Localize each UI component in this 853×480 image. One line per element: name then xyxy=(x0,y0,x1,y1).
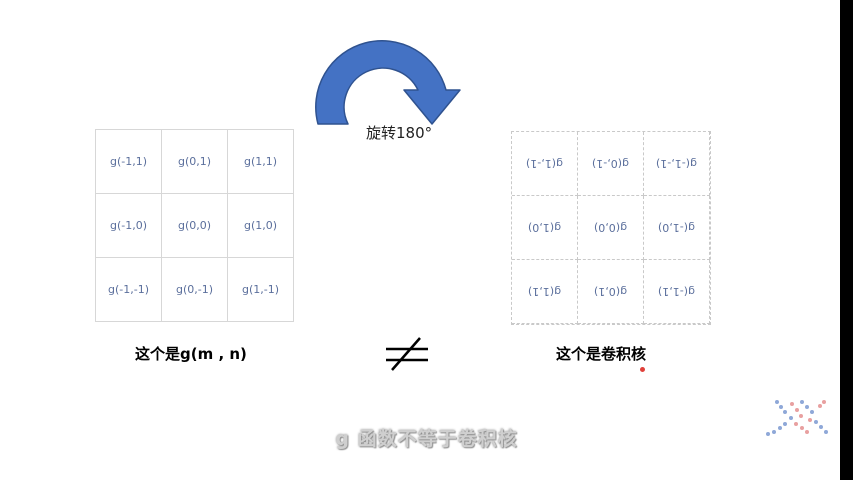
curved-arrow-icon xyxy=(315,40,461,125)
grid-cell: g(1,0) xyxy=(512,196,578,260)
pointer-dot xyxy=(640,367,645,372)
grid-cell: g(0,-1) xyxy=(162,258,228,322)
cell-text: g(0,-1) xyxy=(591,157,630,170)
grid-cell: g(0,0) xyxy=(162,194,228,258)
grid-cell: g(1,-1) xyxy=(228,258,294,322)
grid-cell: g(0,0) xyxy=(578,196,644,260)
cell-text: g(1,0) xyxy=(243,219,278,232)
cell-text: g(-1,1) xyxy=(657,285,696,298)
grid-cell: g(-1,-1) xyxy=(644,132,710,196)
kernel-caption: 这个是卷积核 xyxy=(556,345,647,363)
grid-cell: g(0,1) xyxy=(162,130,228,194)
cell-text: g(1,0) xyxy=(527,221,562,234)
cell-text: g(-1,1) xyxy=(109,155,148,168)
cell-text: g(0,1) xyxy=(593,285,628,298)
grid-cell: g(0,-1) xyxy=(578,132,644,196)
g-function-grid: g(-1,1) g(0,1) g(1,1) g(-1,0) g(0,0) g(1… xyxy=(95,129,294,322)
g-function-caption: 这个是g(m , n) xyxy=(135,345,247,363)
grid-cell: g(1,0) xyxy=(228,194,294,258)
grid-cell: g(-1,0) xyxy=(644,196,710,260)
cell-text: g(1,-1) xyxy=(525,157,564,170)
not-equal-icon xyxy=(386,337,428,371)
grid-cell: g(-1,-1) xyxy=(96,258,162,322)
cell-text: g(0,0) xyxy=(593,221,628,234)
cell-text: g(1,1) xyxy=(243,155,278,168)
grid-cell: g(0,1) xyxy=(578,260,644,324)
video-subtitle: g 函数不等于卷积核 xyxy=(335,428,518,450)
cell-text: g(0,0) xyxy=(177,219,212,232)
cell-text: g(-1,0) xyxy=(109,219,148,232)
dot-x-logo-icon xyxy=(766,400,828,436)
grid-cell: g(-1,0) xyxy=(96,194,162,258)
cell-text: g(-1,-1) xyxy=(656,157,697,170)
cell-text: g(1,1) xyxy=(527,285,562,298)
grid-cell: g(-1,1) xyxy=(96,130,162,194)
cell-text: g(0,1) xyxy=(177,155,212,168)
cell-text: g(-1,0) xyxy=(657,221,696,234)
grid-cell: g(-1,1) xyxy=(644,260,710,324)
rotation-label: 旋转180° xyxy=(366,124,433,142)
edge-bar xyxy=(840,0,853,480)
grid-cell: g(1,1) xyxy=(512,260,578,324)
cell-text: g(-1,-1) xyxy=(108,283,149,296)
kernel-grid: g(1,-1) g(0,-1) g(-1,-1) g(1,0) g(0,0) g… xyxy=(511,131,711,325)
grid-cell: g(1,-1) xyxy=(512,132,578,196)
grid-cell: g(1,1) xyxy=(228,130,294,194)
cell-text: g(1,-1) xyxy=(241,283,280,296)
cell-text: g(0,-1) xyxy=(175,283,214,296)
